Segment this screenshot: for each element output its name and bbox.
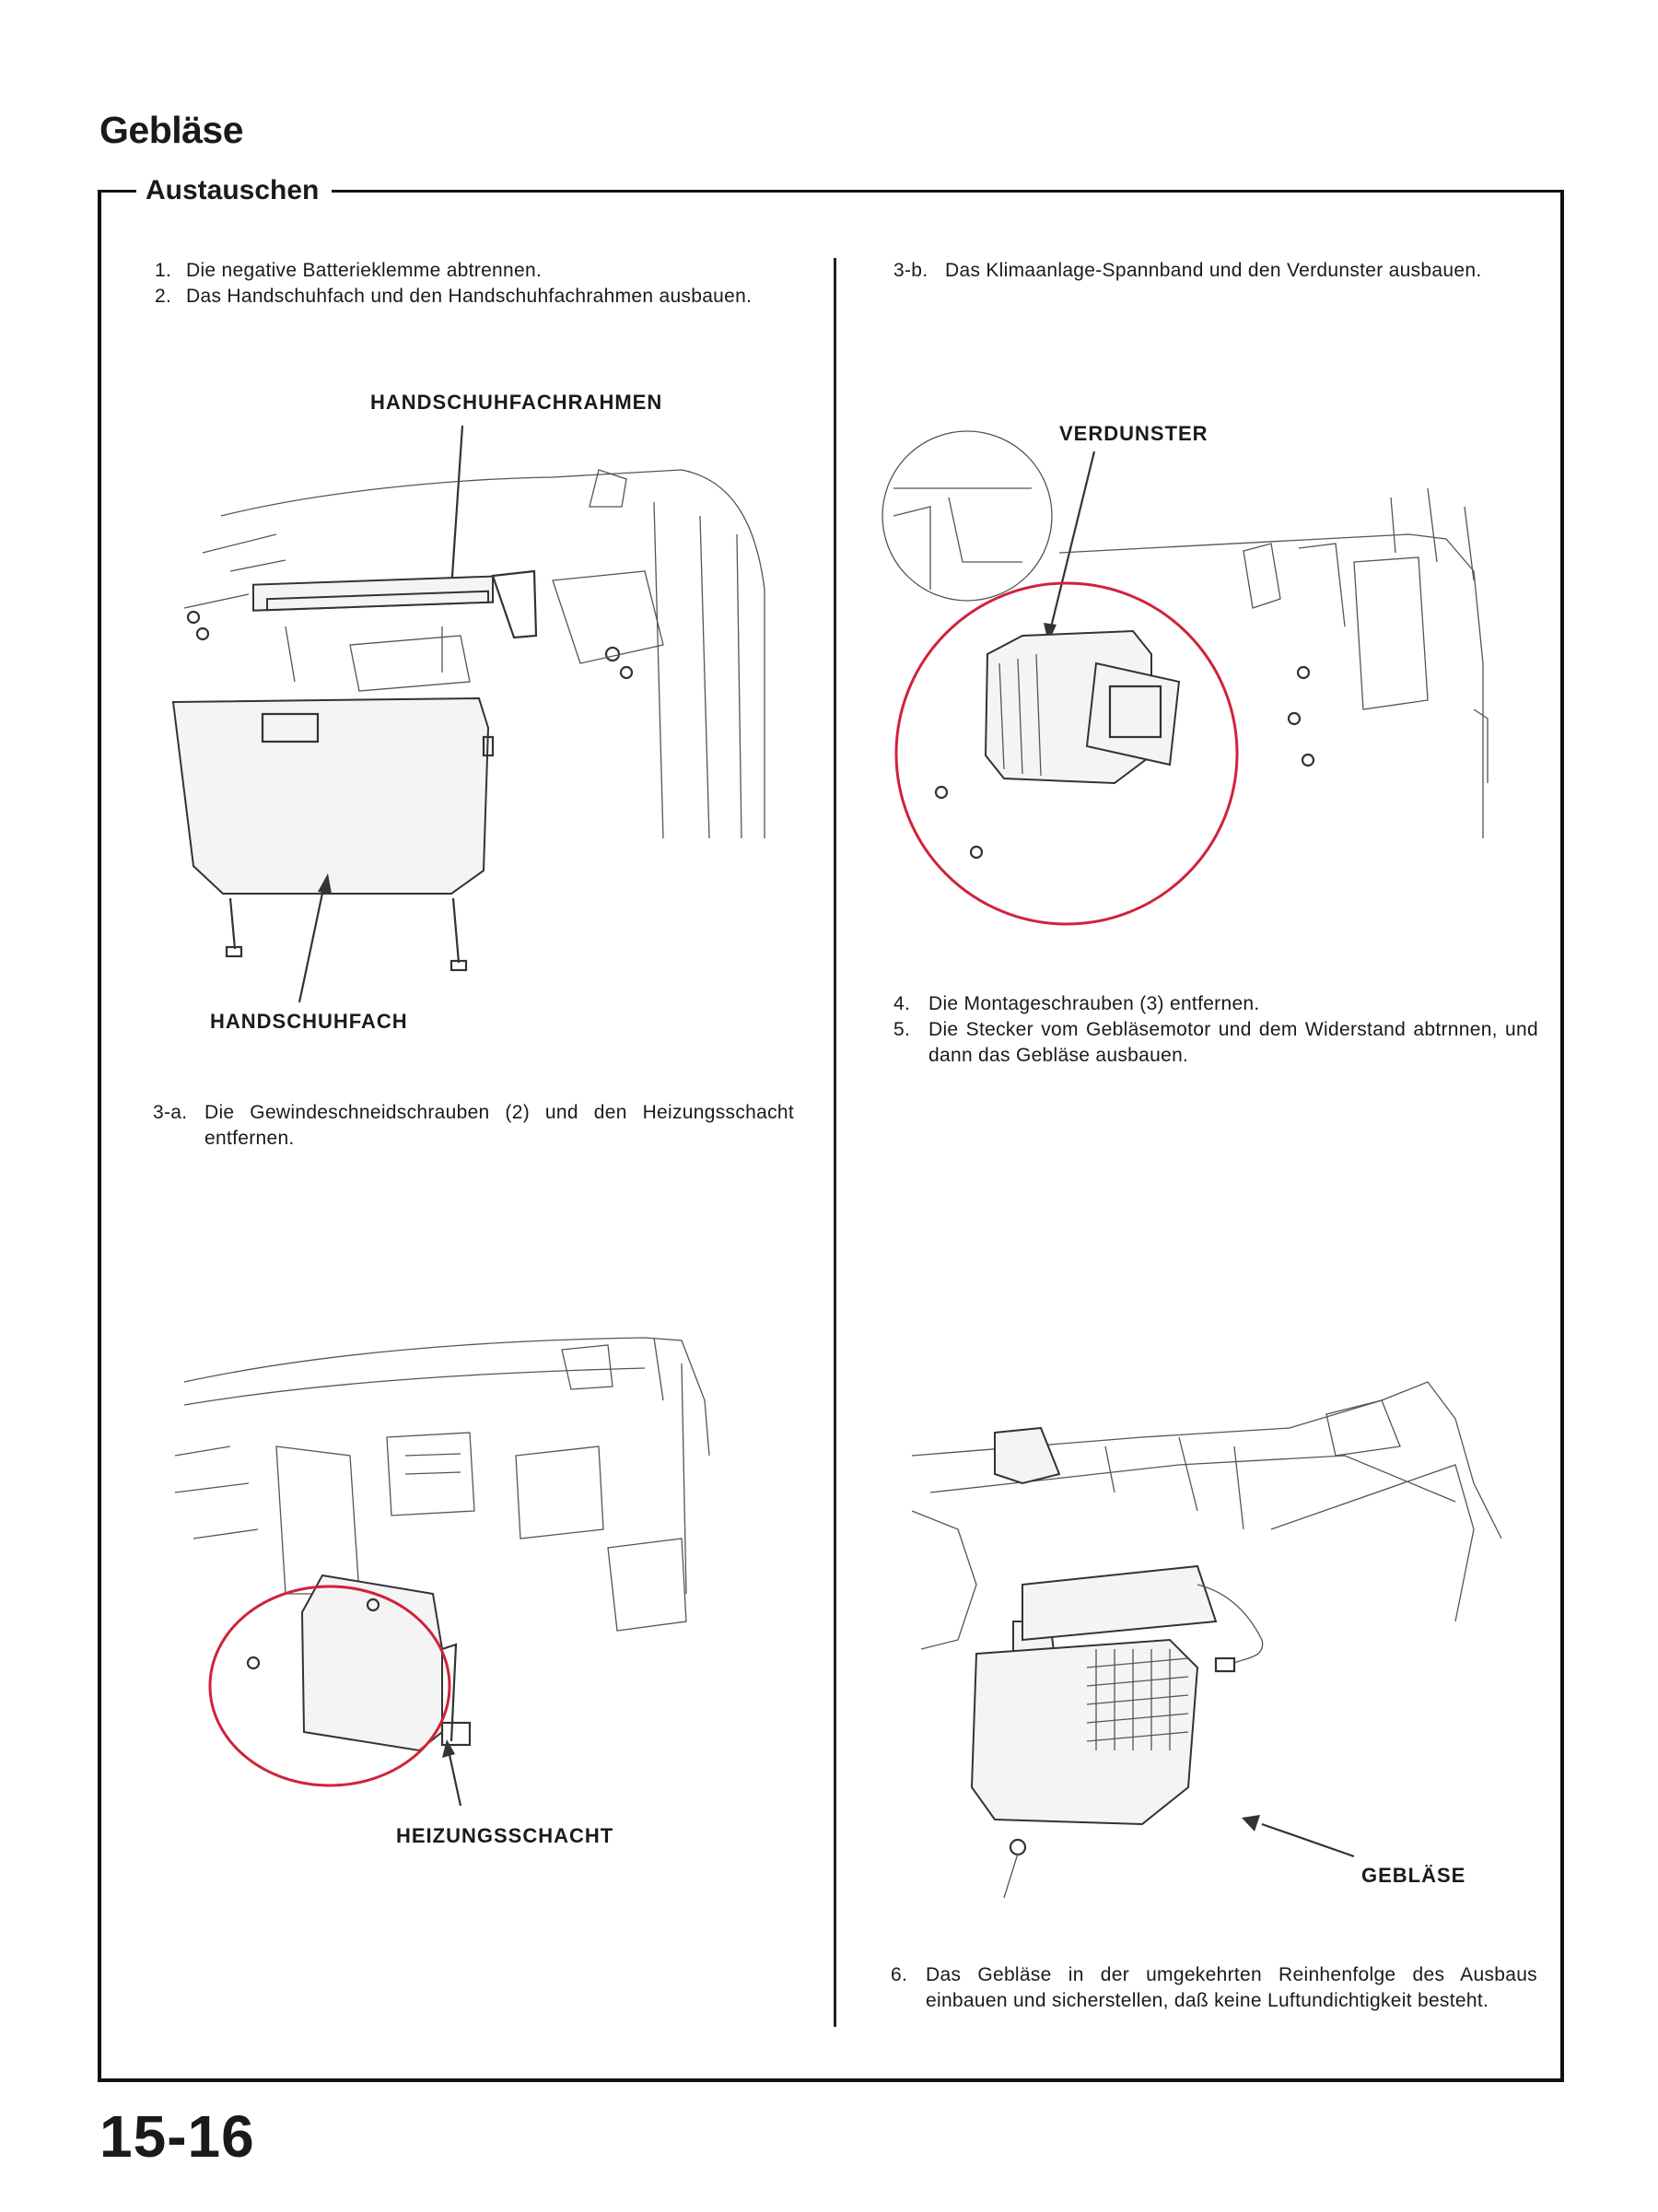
step-number: 3-a. xyxy=(153,1102,188,1123)
label-heizungsschacht: HEIZUNGSSCHACHT xyxy=(396,1824,614,1847)
step-1: 1. Die negative Batterieklemme abtrennen… xyxy=(155,258,792,284)
step-text: Die Gewindeschneidschrauben (2) und den … xyxy=(204,1102,794,1149)
step-5: 5. Die Stecker vom Gebläsemotor und dem … xyxy=(893,1017,1538,1069)
step-3a: 3-a. Die Gewindeschneidschrauben (2) und… xyxy=(153,1100,794,1152)
step-text: Die Montageschrauben (3) entfernen. xyxy=(928,993,1260,1014)
step-number: 3-b. xyxy=(893,260,928,281)
section-frame xyxy=(98,190,1564,2082)
heater-duct-figure xyxy=(174,1337,710,1807)
step-number: 1. xyxy=(155,260,172,281)
page-number: 15-16 xyxy=(99,2103,255,2170)
label-handschuhfachrahmen: HANDSCHUHFACHRAHMEN xyxy=(370,391,663,414)
step-2: 2. Das Handschuhfach und den Handschuhfa… xyxy=(155,284,792,310)
label-handschuhfach: HANDSCHUHFACH xyxy=(210,1010,408,1033)
step-number: 5. xyxy=(893,1019,911,1040)
steps-1-2: 1. Die negative Batterieklemme abtrennen… xyxy=(155,258,792,310)
step-text: Die negative Batterieklemme abtrennen. xyxy=(186,260,543,281)
step-text: Die Stecker vom Gebläsemotor und dem Wid… xyxy=(928,1019,1538,1066)
step-text: Das Handschuhfach und den Handschuhfachr… xyxy=(186,286,753,307)
blower-figure xyxy=(911,1381,1502,1899)
page-title: Gebläse xyxy=(99,109,244,151)
step-number: 6. xyxy=(891,1964,908,1985)
steps-4-5: 4. Die Montageschrauben (3) entfernen. 5… xyxy=(893,991,1538,1069)
label-verdunster: VERDUNSTER xyxy=(1059,422,1208,445)
glovebox-figure xyxy=(171,425,765,1003)
section-title: Austauschen xyxy=(136,175,333,206)
evaporator-figure xyxy=(882,430,1489,926)
step-number: 4. xyxy=(893,993,911,1014)
step-6: 6. Das Gebläse in der umgekehrten Reinhe… xyxy=(891,1962,1537,2014)
label-geblaese: GEBLÄSE xyxy=(1361,1864,1466,1887)
step-text: Das Gebläse in der umgekehrten Reinhenfo… xyxy=(926,1964,1537,2011)
step-4: 4. Die Montageschrauben (3) entfernen. xyxy=(893,991,1538,1017)
step-text: Das Klimaanlage-Spannband und den Verdun… xyxy=(945,260,1482,281)
column-divider xyxy=(834,258,836,2027)
step-number: 2. xyxy=(155,286,172,307)
step-3b: 3-b. Das Klimaanlage-Spannband und den V… xyxy=(893,258,1538,284)
